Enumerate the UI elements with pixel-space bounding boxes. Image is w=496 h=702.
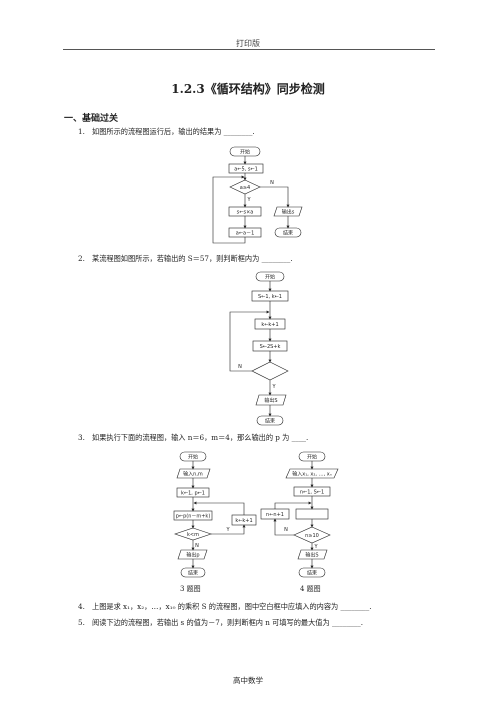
f1-step2-label: a←a－1 <box>236 231 255 237</box>
header-divider <box>63 49 435 50</box>
question-3: 3.如果执行下面的流程图，输入 n＝6，m＝4，那么输出的 p 为 ____. <box>78 433 309 442</box>
end-terminal <box>298 567 326 578</box>
f3-yes-label: Y <box>225 527 230 533</box>
document-title: 1.2.3《循环结构》同步检测 <box>171 82 325 96</box>
f4-end-label: 结束 <box>307 570 317 577</box>
condition-diamond <box>251 361 289 381</box>
f2-init-label: S←1, k←1 <box>258 294 282 300</box>
f1-end-label: 结束 <box>283 230 293 237</box>
f1-step1-label: s←s×a <box>237 210 254 216</box>
f4-start-label: 开始 <box>307 454 317 461</box>
question-5: 5.阅读下边的流程图，若输出 s 的值为－7，则判断框内 n 可填写的最大值为 … <box>78 618 363 627</box>
f4-cond-label: n≥10 <box>305 533 319 539</box>
f2-end-label: 结束 <box>265 418 275 425</box>
end-terminal <box>180 567 206 578</box>
output-parallelogram <box>177 549 208 560</box>
f4-input-label: 输入x₁, x₂, …, xₙ <box>292 471 331 478</box>
question-1: 1.如图所示的流程图运行后，输出的结果为 ________. <box>78 127 255 136</box>
question-4: 4.上图是求 x₁，x₂，…，x₁₀ 的乘积 S 的流程图，图中空白框中应填入的… <box>78 602 372 611</box>
section-heading: 一、基础过关 <box>64 114 119 124</box>
f1-start-label: 开始 <box>240 149 250 156</box>
f3-init-label: k←1, p←1 <box>181 491 205 497</box>
f3-input-label: 输入n,m <box>183 471 203 478</box>
f3-end-label: 结束 <box>188 570 198 577</box>
flowchart-3 <box>173 451 257 578</box>
f2-start-label: 开始 <box>265 274 275 281</box>
caption-fig3: 3 题图 <box>180 585 201 593</box>
f3-start-label: 开始 <box>188 454 198 461</box>
f4-no-label: N <box>284 527 288 533</box>
f1-cond-label: a≥4 <box>240 185 250 191</box>
flowchart-1 <box>212 146 303 244</box>
f1-init-label: a←5, s←1 <box>234 167 258 173</box>
init-box <box>228 163 264 174</box>
f4-yes-label: Y <box>313 544 318 550</box>
page-footer: 高中数学 <box>233 676 263 685</box>
output-parallelogram <box>297 549 328 560</box>
f3-no-label: N <box>195 543 199 549</box>
f3-inc-label: k←k+1 <box>235 518 252 524</box>
f4-init-label: n←1, S←1 <box>300 490 324 496</box>
end-terminal <box>274 227 302 238</box>
f2-step1-label: k←k+1 <box>261 322 278 328</box>
f3-step-label: p←p(n－m+k) <box>176 514 211 520</box>
f3-cond-label: k<m <box>187 532 199 538</box>
question-2: 2.某流程图如图所示，若输出的 S＝57，则判断框内为 ________. <box>78 254 293 263</box>
caption-fig4: 4 题图 <box>300 585 321 593</box>
input-parallelogram <box>285 468 339 479</box>
f2-no-label: N <box>238 364 242 370</box>
output-parallelogram <box>273 206 303 217</box>
f3-output-label: 输出p <box>186 552 199 559</box>
f1-no-label: N <box>270 180 274 186</box>
f1-output-label: 输出s <box>282 209 295 216</box>
f2-output-label: 输出S <box>264 397 277 404</box>
f2-yes-label: Y <box>271 384 276 390</box>
f4-output-label: 输出S <box>305 552 318 559</box>
f4-inc-label: n←n+1 <box>266 512 284 518</box>
flowchart-2 <box>229 271 289 426</box>
flowchart-4 <box>260 451 339 578</box>
end-terminal <box>256 415 284 426</box>
blank-box <box>295 508 329 520</box>
f1-yes-label: Y <box>246 197 251 203</box>
page-header: 打印版 <box>236 39 260 48</box>
input-parallelogram <box>176 468 211 479</box>
f2-step2-label: S←2S+k <box>260 344 281 350</box>
output-parallelogram <box>255 394 287 406</box>
